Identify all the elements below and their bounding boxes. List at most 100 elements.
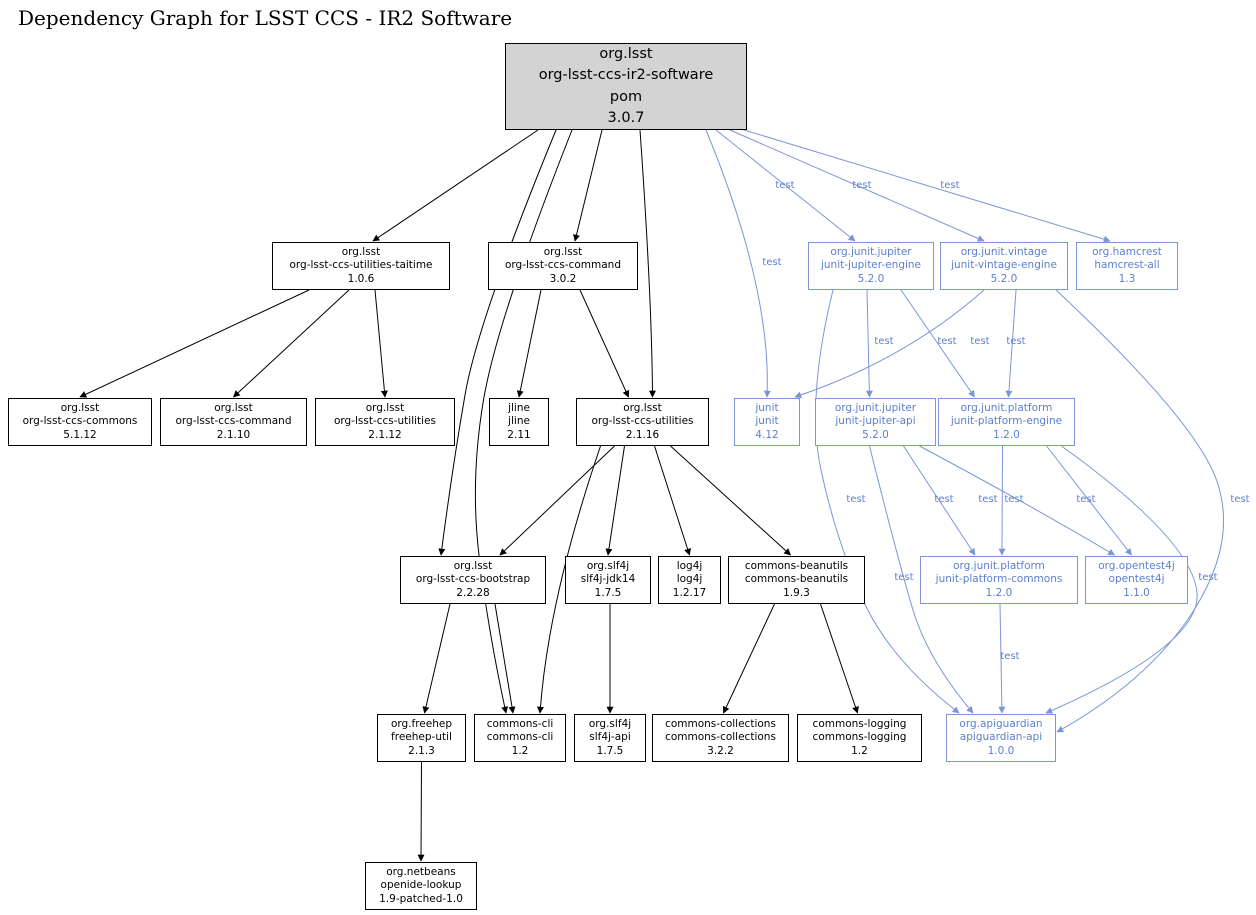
node-label-line: org.junit.platform — [960, 401, 1053, 414]
node-label-line: 5.2.0 — [862, 428, 889, 441]
edge-root-to-utilities-2-1-16 — [639, 129, 656, 398]
node-label-line: org.lsst — [341, 245, 381, 258]
edge-scope-label: test — [852, 180, 871, 191]
node-label-line: log4j — [676, 559, 703, 572]
edge-platform-engine-to-apiguardian — [1045, 445, 1198, 714]
edge-platform-engine-to-opentest4j — [1046, 445, 1132, 556]
edge-utilities-2-1-16-to-beanutils — [670, 445, 792, 556]
edge-scope-label: test — [978, 494, 997, 505]
node-label-line: 2.1.12 — [368, 428, 402, 441]
edge-jupiter-engine-to-platform-engine — [900, 289, 975, 398]
node-label-line: org.junit.platform — [953, 559, 1045, 572]
node-label-line: 5.1.12 — [63, 428, 97, 441]
node-label-line: 5.2.0 — [857, 272, 885, 285]
node-label-line: pom — [609, 88, 643, 105]
edge-scope-label: test — [937, 336, 956, 347]
node-label-line: commons-logging — [812, 731, 907, 744]
node-label-line: org.apiguardian — [959, 717, 1043, 730]
edge-scope-label: test — [1006, 336, 1025, 347]
node-label-line: openide-lookup — [380, 879, 462, 892]
node-label-line: commons-collections — [665, 717, 776, 730]
edge-taitime-to-utilities-2-1-12 — [374, 289, 388, 398]
edge-utilities-2-1-16-to-bootstrap — [499, 445, 615, 556]
node-label-line: org-lsst-ccs-commons — [22, 415, 138, 428]
node-label-line: org-lsst-ccs-command — [175, 415, 292, 428]
node-label-line: org-lsst-ccs-utilities — [591, 415, 694, 428]
edge-bootstrap-to-commons-cli — [494, 603, 516, 714]
edge-platform-commons-to-apiguardian — [998, 603, 1006, 714]
node-label-line: org.slf4j — [588, 717, 632, 730]
node-label-line: 1.9.3 — [783, 586, 810, 599]
node-label-line: 4.12 — [755, 428, 779, 441]
edge-beanutils-to-commons-collections — [722, 603, 775, 714]
node-label-line: org.lsst — [60, 401, 100, 414]
node-label-line: commons-collections — [665, 731, 776, 744]
edge-vintage-engine-to-platform-engine — [1005, 289, 1017, 398]
node-label-line: 5.2.0 — [990, 272, 1018, 285]
edge-taitime-to-command-2-1-10 — [232, 289, 350, 398]
node-label-line: org.lsst — [623, 401, 662, 414]
edge-freehep-to-openide — [417, 761, 425, 862]
node-label-line: commons-cli — [486, 717, 554, 730]
edge-scope-label: test — [1076, 494, 1095, 505]
node-label-line: hamcrest-all — [1094, 259, 1160, 272]
edge-root-to-hamcrest — [743, 129, 1111, 243]
edge-jupiter-engine-to-jupiter-api — [865, 289, 873, 398]
node-label-line: 2.1.3 — [408, 744, 435, 757]
node-label-line: org.junit.jupiter — [834, 401, 917, 414]
node-label-line: commons-beanutils — [744, 559, 849, 572]
node-label-line: 2.1.10 — [216, 428, 251, 441]
edge-scope-label: test — [762, 257, 781, 268]
node-label-line: 1.2.0 — [993, 428, 1020, 441]
edge-scope-label: test — [846, 494, 865, 505]
edge-taitime-to-commons-5-1-12 — [79, 289, 310, 398]
node-label-line: junit-platform-engine — [950, 415, 1063, 428]
node-label-line: junit-jupiter-api — [835, 415, 916, 428]
edge-command-3-0-2-to-utilities-2-1-16 — [579, 289, 630, 398]
node-label-line: org.netbeans — [386, 865, 456, 878]
edge-scope-label: test — [1198, 572, 1217, 583]
node-label-line: org.opentest4j — [1098, 559, 1175, 572]
node-label-line: org-lsst-ccs-utilities-taitime — [289, 259, 433, 272]
edge-scope-label: test — [1000, 651, 1019, 662]
node-label-line: 3.2.2 — [707, 744, 734, 757]
node-label-line: opentest4j — [1108, 573, 1165, 586]
node-label-line: 1.2.0 — [985, 586, 1013, 599]
edge-root-to-vintage-engine — [729, 129, 985, 242]
node-label-line: org.slf4j — [586, 559, 630, 572]
node-label-line: 1.1.0 — [1123, 586, 1150, 599]
edge-root-to-jupiter-engine — [715, 129, 856, 242]
edge-jupiter-engine-to-apiguardian — [815, 289, 960, 714]
node-label-line: 1.0.0 — [987, 744, 1015, 757]
edge-jupiter-api-to-platform-commons — [903, 445, 976, 556]
edge-root-to-junit — [705, 129, 771, 398]
node-label-line: 1.9-patched-1.0 — [379, 892, 463, 905]
edge-root-to-bootstrap — [438, 129, 557, 556]
node-label-line: org.lsst — [453, 559, 493, 572]
node-label-line: 2.2.28 — [456, 586, 490, 599]
node-label-line: org.freehep — [390, 717, 453, 730]
node-label-line: commons-beanutils — [744, 573, 849, 586]
edge-scope-label: test — [874, 336, 893, 347]
edge-scope-label: test — [940, 180, 959, 191]
node-label-line: org.lsst — [599, 46, 653, 63]
node-label-line: org.hamcrest — [1092, 245, 1162, 258]
edge-root-to-command-3-0-2 — [573, 129, 603, 242]
node-label-line: org-lsst-ccs-bootstrap — [415, 573, 531, 586]
node-label-line: apiguardian-api — [959, 731, 1043, 744]
edge-platform-engine-to-platform-commons — [998, 445, 1006, 556]
